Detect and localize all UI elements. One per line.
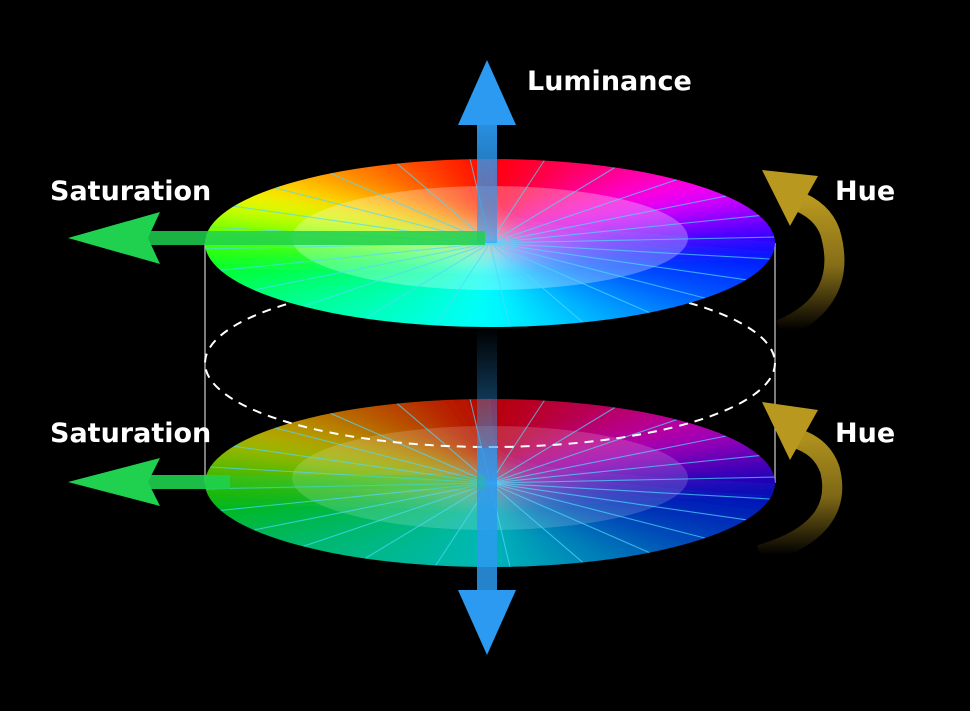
hue-spoke	[489, 476, 775, 484]
hue-spoke	[489, 215, 760, 244]
saturation-arrow-top	[68, 212, 485, 264]
hue-spoke	[233, 445, 491, 484]
hue-spoke	[489, 482, 650, 554]
hue-spoke	[489, 400, 545, 484]
luminance-arrow-down-head	[458, 590, 516, 655]
hue-spoke	[489, 407, 616, 484]
hue-spoke	[220, 242, 491, 271]
hue-spoke	[489, 482, 706, 539]
hue-label-top: Hue	[835, 176, 895, 207]
hue-spoke	[489, 242, 650, 314]
hue-wedge	[490, 241, 775, 253]
hue-spoke	[253, 242, 491, 291]
hue-spoke	[396, 163, 491, 244]
saturation-arrow-bottom	[68, 458, 485, 506]
hue-spoke	[489, 236, 775, 244]
luminance-label: Luminance	[527, 66, 692, 97]
hue-spoke	[489, 419, 678, 484]
hue-wedge	[205, 473, 490, 485]
hue-spoke	[489, 167, 616, 244]
hue-arrow-bottom	[757, 402, 843, 565]
hue-spoke	[253, 482, 491, 531]
saturation-label-bottom: Saturation	[50, 418, 211, 449]
hue-spoke	[489, 242, 511, 327]
hue-spoke	[489, 242, 706, 299]
hue-spoke	[435, 242, 491, 326]
hue-spoke	[489, 455, 760, 484]
hue-spoke	[364, 242, 491, 319]
hue-spoke	[302, 242, 491, 307]
saturation-label-top: Saturation	[50, 176, 211, 207]
hue-wedge	[423, 243, 490, 327]
hue-wedge	[490, 243, 775, 263]
hue-spoke	[489, 179, 678, 244]
hue-spoke	[302, 482, 491, 547]
hue-spoke	[489, 482, 584, 563]
hue-spoke	[210, 466, 491, 484]
hue-spoke	[489, 482, 747, 521]
hue-wedge	[456, 243, 495, 327]
luminance-arrow-upper-shaft	[477, 118, 497, 243]
hue-spoke	[364, 482, 491, 559]
hue-wedge	[423, 483, 490, 567]
hue-spoke	[489, 242, 770, 260]
luminance-arrow-mid-segment	[477, 328, 497, 448]
hue-wedge	[490, 399, 557, 483]
luminance-arrow-up-head	[458, 60, 516, 125]
hue-spoke	[489, 160, 545, 244]
hue-spoke	[489, 482, 770, 500]
hue-spoke	[220, 482, 491, 511]
hue-arrow-top	[762, 170, 845, 340]
hue-wedge	[205, 463, 490, 483]
hue-label-bottom: Hue	[835, 418, 895, 449]
hue-spoke	[205, 482, 491, 490]
hue-spoke	[489, 242, 747, 281]
hue-wedge	[490, 483, 775, 503]
hue-spoke	[396, 403, 491, 484]
hue-spoke	[330, 412, 491, 484]
hue-spoke	[489, 195, 727, 244]
hue-wedge	[490, 481, 775, 493]
hue-spoke	[274, 427, 491, 484]
hue-spoke	[489, 435, 727, 484]
hue-wedge	[490, 159, 557, 243]
luminance-arrow-lower-shaft	[477, 448, 497, 596]
hue-spoke	[489, 242, 584, 323]
